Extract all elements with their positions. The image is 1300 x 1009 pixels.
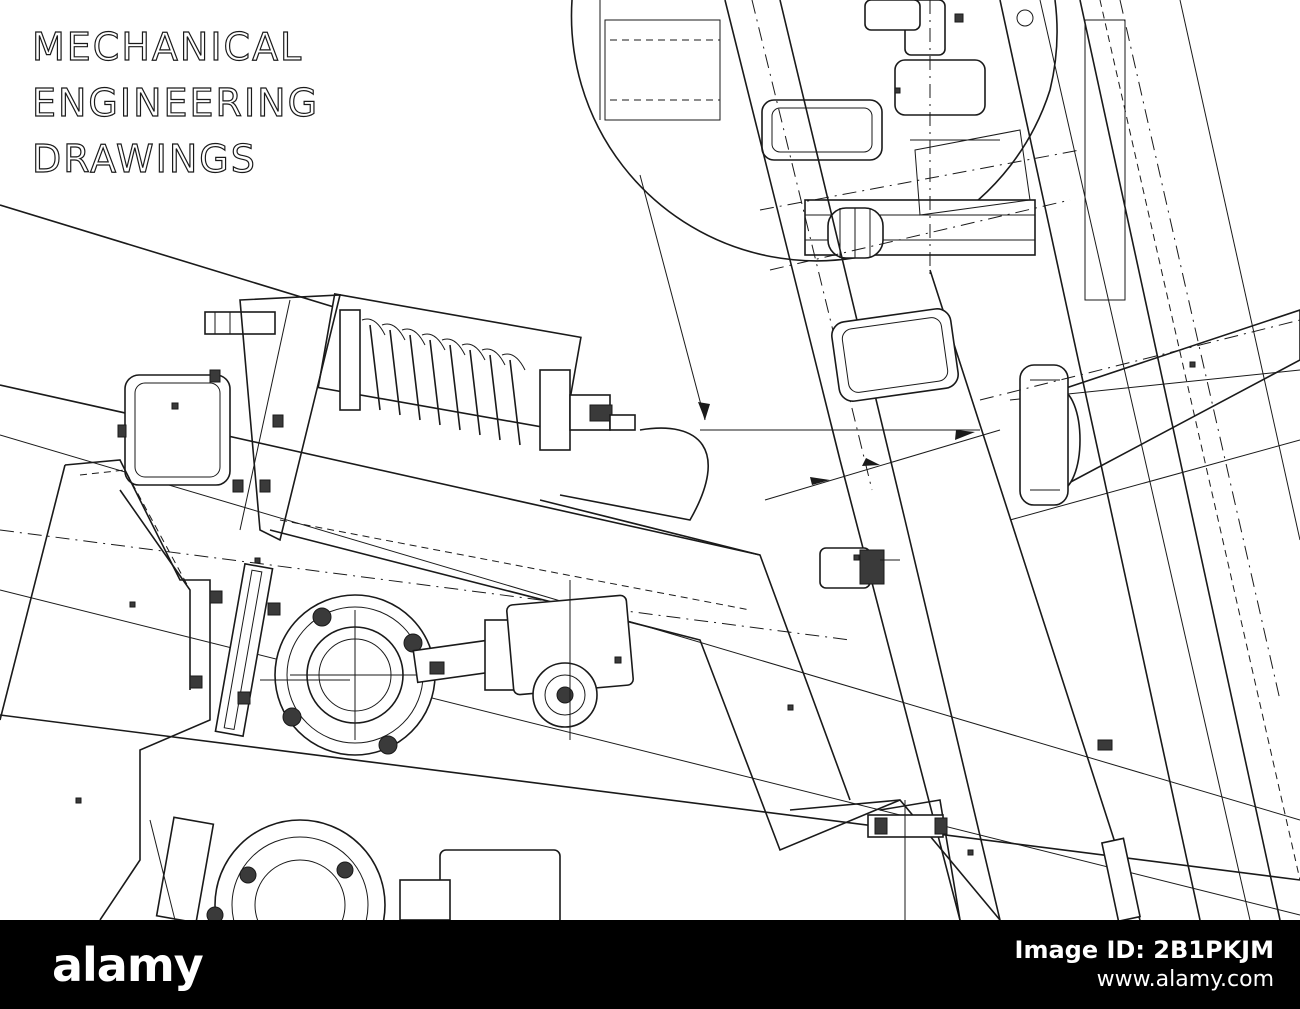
- main-beam: [0, 204, 1300, 916]
- site-link[interactable]: www.alamy.com: [1096, 966, 1274, 992]
- reference-marks: [254, 87, 1196, 856]
- spring-assembly: [204, 293, 636, 451]
- title-line-1: MECHANICAL: [32, 25, 303, 69]
- image-id-label: Image ID: 2B1PKJM: [1014, 935, 1274, 964]
- right-cylinder: [979, 309, 1300, 521]
- left-plate: [0, 294, 342, 920]
- vertical-frame: [724, 0, 1300, 920]
- title-line-2: ENGINEERING: [32, 81, 319, 125]
- brand-logo[interactable]: alamy: [52, 937, 204, 992]
- engineering-drawing: MECHANICAL ENGINEERING DRAWINGS: [0, 0, 1300, 920]
- middle-bracket: [639, 174, 1001, 589]
- image-info: Image ID: 2B1PKJM www.alamy.com: [1015, 935, 1274, 995]
- drawing-canvas: MECHANICAL ENGINEERING DRAWINGS: [0, 0, 1300, 920]
- lower-flange: [149, 816, 561, 920]
- detail-circle: [570, 0, 1081, 280]
- lower-right-bracket: [789, 739, 1142, 920]
- title-line-3: DRAWINGS: [32, 137, 257, 181]
- flange-assembly: [189, 562, 634, 756]
- footer-bar: alamy Image ID: 2B1PKJM www.alamy.com: [0, 920, 1300, 1009]
